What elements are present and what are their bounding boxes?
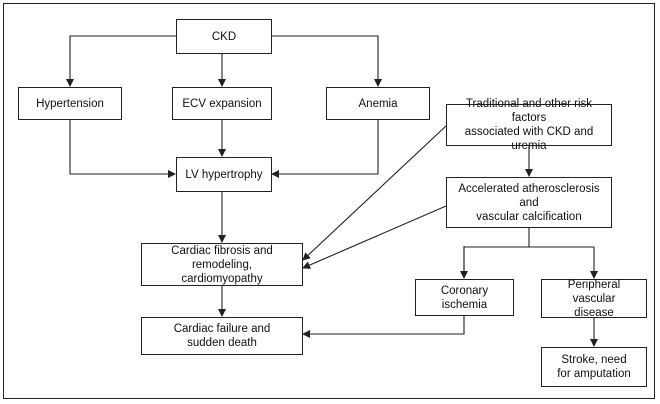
node-ckd: CKD	[176, 19, 272, 54]
node-ecv-expansion-label: ECV expansion	[182, 97, 262, 110]
node-stroke: Stroke, need for amputation	[541, 347, 647, 387]
node-lv-hypertrophy: LV hypertrophy	[176, 157, 272, 192]
node-ckd-label: CKD	[211, 30, 237, 43]
arrow-athero-branch	[463, 228, 530, 277]
node-cardiac-failure-label: Cardiac failure and sudden death	[173, 323, 271, 349]
node-lv-hypertrophy-label: LV hypertrophy	[185, 168, 263, 181]
node-cardiac-failure: Cardiac failure and sudden death	[141, 317, 303, 355]
node-coronary-ischemia-label: Coronary ischemia	[440, 284, 489, 311]
arrow-ckd-hypertension	[66, 35, 176, 87]
arrow-anemia-lvh	[271, 120, 379, 178]
node-anemia-label: Anemia	[358, 97, 398, 110]
arrow-athero-fibrosis	[302, 205, 447, 269]
node-atherosclerosis: Accelerated atherosclerosis and vascular…	[446, 177, 612, 228]
arrow-athero-pvd	[529, 246, 598, 279]
node-risk-factors: Traditional and other risk factors assoc…	[446, 98, 612, 152]
node-hypertension: Hypertension	[18, 87, 122, 120]
arrow-ckd-anemia	[272, 35, 382, 87]
arrow-risk-fibrosis	[302, 125, 447, 261]
node-anemia: Anemia	[326, 87, 430, 120]
arrow-hypertension-lvh	[69, 120, 176, 178]
node-peripheral-vascular-label: Peripheral vascular disease	[567, 278, 621, 319]
node-peripheral-vascular: Peripheral vascular disease	[541, 278, 647, 319]
node-hypertension-label: Hypertension	[36, 97, 104, 110]
node-coronary-ischemia: Coronary ischemia	[415, 279, 514, 316]
node-atherosclerosis-label: Accelerated atherosclerosis and vascular…	[458, 182, 600, 223]
arrow-ischemia-failure	[302, 316, 465, 338]
node-ecv-expansion: ECV expansion	[172, 87, 272, 120]
node-risk-factors-label: Traditional and other risk factors assoc…	[464, 98, 594, 152]
node-cardiac-fibrosis-label: Cardiac fibrosis and remodeling, cardiom…	[171, 244, 273, 285]
node-stroke-label: Stroke, need for amputation	[557, 354, 631, 380]
node-cardiac-fibrosis: Cardiac fibrosis and remodeling, cardiom…	[141, 243, 303, 286]
